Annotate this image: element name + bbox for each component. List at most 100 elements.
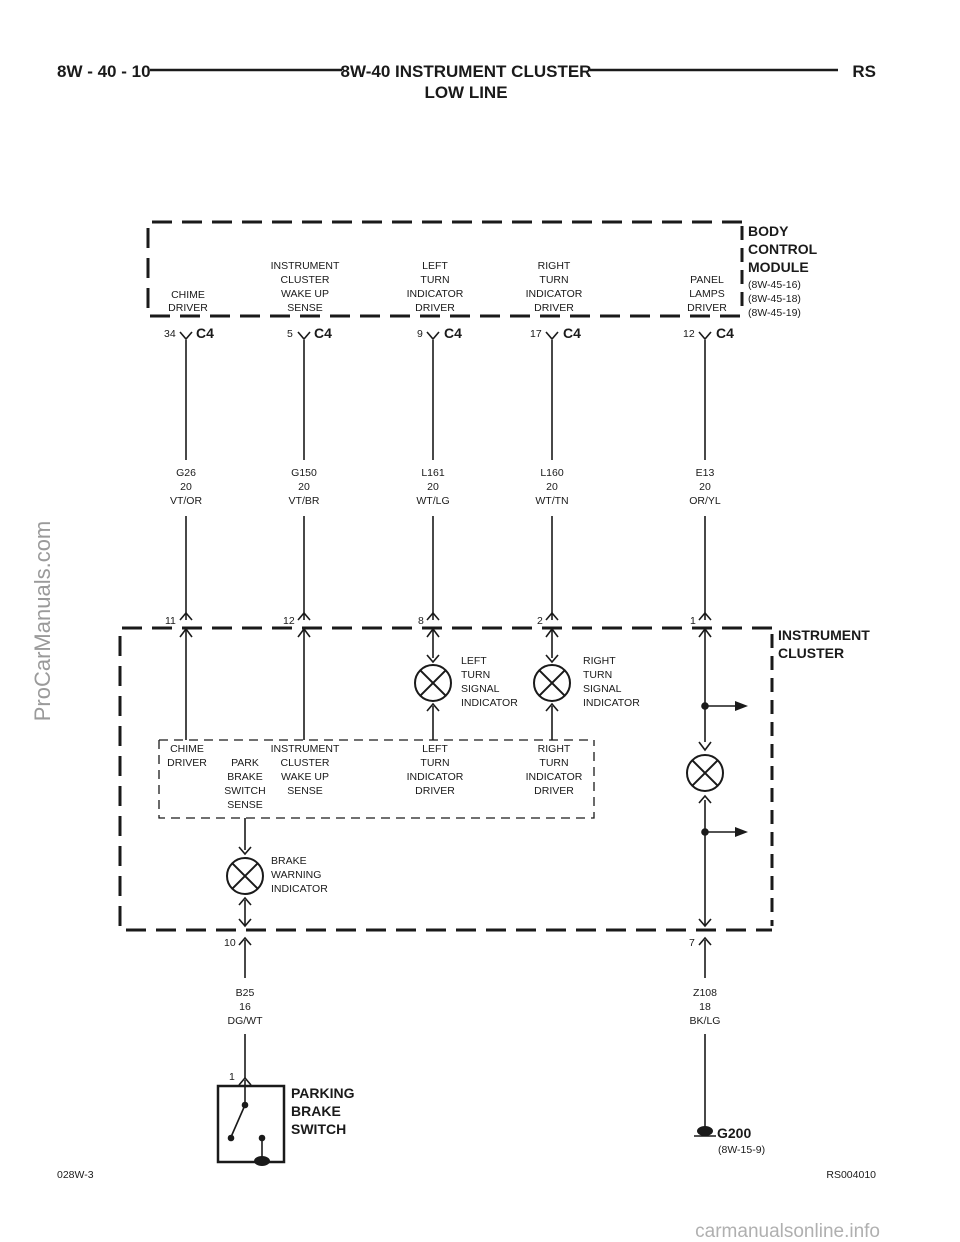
wire-e13-gauge: 20 xyxy=(699,481,711,493)
cluster-driver-box: CHIME DRIVER PARK BRAKE SWITCH SENSE INS… xyxy=(158,739,595,819)
page-footer: 028W-3 RS004010 xyxy=(57,1169,876,1181)
left-turn-lamp-icon xyxy=(414,664,452,702)
bcm-fn-wake-1: INSTRUMENT xyxy=(271,260,340,272)
bcm-fn-wake-4: SENSE xyxy=(287,302,323,314)
cluster-pin-12: 12 xyxy=(283,615,295,627)
splice-dot-upper xyxy=(701,702,709,710)
bcm-fn-right-2: TURN xyxy=(539,274,568,286)
bcm-function-labels: CHIME DRIVER INSTRUMENT CLUSTER WAKE UP … xyxy=(168,260,727,314)
driver-park-4: SENSE xyxy=(227,799,263,811)
bcm-fn-left-1: LEFT xyxy=(422,260,448,272)
wire-g150-color: VT/BR xyxy=(289,495,320,507)
ground-icon xyxy=(697,1126,713,1136)
panel-lamp-splices xyxy=(701,701,748,837)
bcm-pin-9: 9 xyxy=(417,328,423,340)
driver-left-4: DRIVER xyxy=(415,785,455,797)
wire-l161-id: L161 xyxy=(421,467,445,479)
wire-l160-color: WT/TN xyxy=(535,495,568,507)
bcm-label-2: CONTROL xyxy=(748,241,818,257)
bcm-fn-left-2: TURN xyxy=(420,274,449,286)
wire-g26-id: G26 xyxy=(176,467,196,479)
page-title: 8W-40 INSTRUMENT CLUSTER xyxy=(341,62,592,81)
left-turn-lamp-label-1: LEFT xyxy=(461,655,487,667)
bcm-fn-left-3: INDICATOR xyxy=(407,288,464,300)
switch-label-3: SWITCH xyxy=(291,1121,346,1137)
parking-brake-switch: PARKING BRAKE SWITCH xyxy=(216,1084,355,1166)
bcm-fn-wake-2: CLUSTER xyxy=(280,274,329,286)
driver-box-boundary xyxy=(158,740,595,819)
wire-b25-gauge: 16 xyxy=(239,1001,251,1013)
right-turn-lamp-label-3: SIGNAL xyxy=(583,683,622,695)
bcm-ref-2: (8W-45-18) xyxy=(748,293,801,305)
bcm-fn-right-1: RIGHT xyxy=(538,260,571,272)
model-code: RS xyxy=(852,62,876,81)
bcm-connector-c4-a: C4 xyxy=(196,325,214,341)
page-subtitle: LOW LINE xyxy=(424,83,507,102)
wire-e13-id: E13 xyxy=(696,467,715,479)
driver-right-1: RIGHT xyxy=(538,743,571,755)
wire-l161-color: WT/LG xyxy=(416,495,449,507)
bcm-boundary xyxy=(146,220,742,318)
ground-g200: G200 (8W-15-9) xyxy=(694,1125,765,1156)
brake-warning-label-1: BRAKE xyxy=(271,855,307,867)
bcm-connector-c4-b: C4 xyxy=(314,325,332,341)
cluster-internal-wires xyxy=(179,627,735,928)
bcm-pin-5: 5 xyxy=(287,328,293,340)
page-number: 8W - 40 - 10 xyxy=(57,62,151,81)
left-turn-lamp-label-3: SIGNAL xyxy=(461,683,500,695)
driver-chime-1: CHIME xyxy=(170,743,204,755)
driver-park-1: PARK xyxy=(231,757,259,769)
cluster-pin-1: 1 xyxy=(690,615,696,627)
switch-label-1: PARKING xyxy=(291,1085,355,1101)
right-turn-lamp-label-2: TURN xyxy=(583,669,612,681)
bcm-fn-chime-1: CHIME xyxy=(171,289,205,301)
driver-right-3: INDICATOR xyxy=(526,771,583,783)
left-turn-lamp-label-2: TURN xyxy=(461,669,490,681)
arrow-right-lower-icon xyxy=(735,827,748,837)
bcm-fn-wake-3: WAKE UP xyxy=(281,288,329,300)
splice-dot-lower xyxy=(701,828,709,836)
wire-z108-gauge: 18 xyxy=(699,1001,711,1013)
wire-g26-gauge: 20 xyxy=(180,481,192,493)
lamp-labels: LEFT TURN SIGNAL INDICATOR RIGHT TURN SI… xyxy=(271,655,640,895)
cluster-boundary xyxy=(118,626,772,932)
lower-pin-labels: 10 7 1 B25 16 DG/WT Z108 18 BK/LG xyxy=(224,937,720,1083)
page-header: 8W - 40 - 10 8W-40 INSTRUMENT CLUSTER LO… xyxy=(57,62,876,102)
wire-g150-gauge: 20 xyxy=(298,481,310,493)
bcm-fn-right-4: DRIVER xyxy=(534,302,574,314)
cluster-input-pins: 11 12 8 2 1 xyxy=(165,612,712,627)
bcm-to-cluster-wires xyxy=(185,340,706,620)
driver-park-2: BRAKE xyxy=(227,771,263,783)
driver-right-2: TURN xyxy=(539,757,568,769)
bcm-fn-panel-2: LAMPS xyxy=(689,288,725,300)
wire-b25-id: B25 xyxy=(236,987,255,999)
ground-ref: (8W-15-9) xyxy=(718,1144,765,1156)
left-turn-lamp-label-4: INDICATOR xyxy=(461,697,518,709)
instrument-cluster: INSTRUMENT CLUSTER xyxy=(118,626,870,932)
switch-pin-1: 1 xyxy=(229,1071,235,1083)
cluster-pin-8: 8 xyxy=(418,615,424,627)
brake-warning-lamp-icon xyxy=(226,857,264,895)
right-turn-lamp-label-4: INDICATOR xyxy=(583,697,640,709)
wire-g150-id: G150 xyxy=(291,467,317,479)
ground-label: G200 xyxy=(717,1125,751,1141)
cluster-label-1: INSTRUMENT xyxy=(778,627,870,643)
brake-warning-label-3: INDICATOR xyxy=(271,883,328,895)
wire-e13-color: OR/YL xyxy=(689,495,721,507)
switch-housing xyxy=(216,1084,286,1164)
bcm-connector-c4-d: C4 xyxy=(563,325,581,341)
switch-contact-icon xyxy=(230,1104,246,1138)
right-turn-lamp-icon xyxy=(533,664,571,702)
driver-wake-1: INSTRUMENT xyxy=(271,743,340,755)
bcm-ref-3: (8W-45-19) xyxy=(748,307,801,319)
cluster-pin-7: 7 xyxy=(689,937,695,949)
bcm-fn-panel-3: DRIVER xyxy=(687,302,727,314)
driver-left-1: LEFT xyxy=(422,743,448,755)
figure-ref: RS004010 xyxy=(826,1169,876,1181)
bcm-connector-c4-c: C4 xyxy=(444,325,462,341)
bcm-fn-left-4: DRIVER xyxy=(415,302,455,314)
panel-lamp-icon xyxy=(686,754,724,792)
bcm-ref-1: (8W-45-16) xyxy=(748,279,801,291)
driver-left-3: INDICATOR xyxy=(407,771,464,783)
